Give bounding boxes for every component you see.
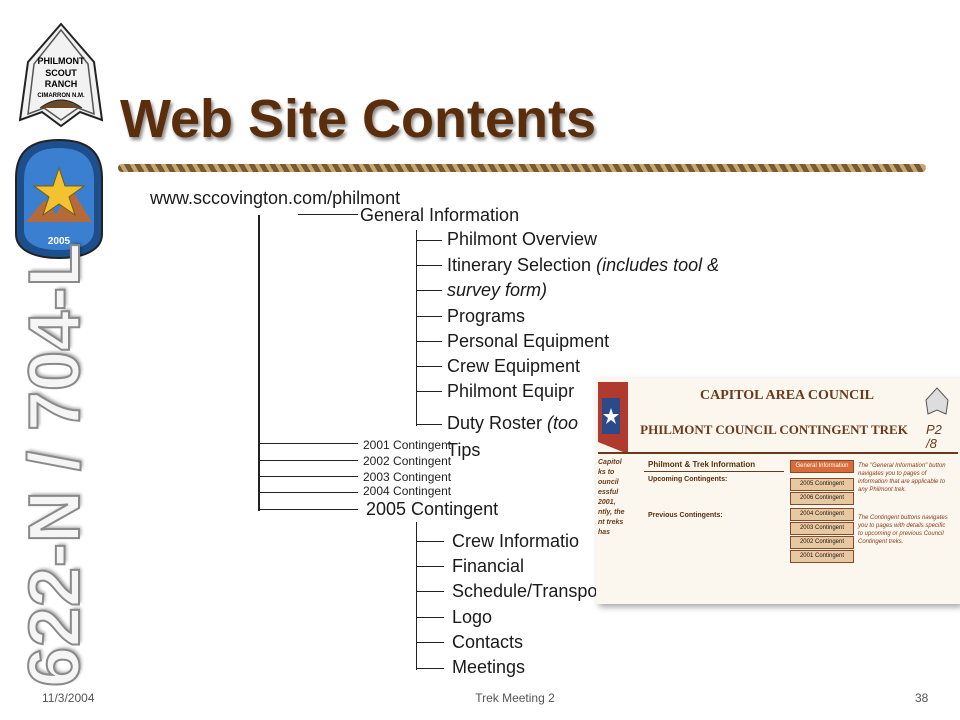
node-general-information[interactable]: General Information bbox=[360, 205, 520, 225]
inset-button-2004[interactable]: 2004 Contingent bbox=[790, 508, 854, 521]
fragment: ntly, the bbox=[598, 509, 625, 516]
current-sub-trunk bbox=[416, 522, 417, 670]
connector bbox=[416, 668, 444, 669]
connector bbox=[416, 265, 442, 266]
inset-header-2: PHILMONT COUNCIL CONTINGENT TREK bbox=[640, 422, 908, 437]
inset-upcoming: Upcoming Contingents: bbox=[648, 476, 728, 483]
connector bbox=[416, 391, 442, 392]
node-2003-contingent[interactable]: 2003 Contingent bbox=[363, 470, 452, 484]
contingent-patch-logo: 2005 bbox=[15, 138, 103, 260]
footer-date: 11/3/2004 bbox=[42, 691, 95, 705]
label: Duty Roster bbox=[447, 413, 543, 433]
rope-divider bbox=[118, 164, 926, 172]
branch-2004-line bbox=[258, 492, 358, 493]
connector bbox=[416, 366, 442, 367]
node-crew-equipment[interactable]: Crew Equipment bbox=[447, 356, 581, 376]
node-2001-contingent[interactable]: 2001 Contingent bbox=[363, 438, 452, 452]
inset-header-1: CAPITOL AREA COUNCIL bbox=[699, 388, 874, 403]
connector bbox=[416, 642, 444, 643]
footer-page-number: 38 bbox=[915, 691, 929, 705]
node-philmont-overview[interactable]: Philmont Overview bbox=[447, 229, 598, 249]
inset-button-2006[interactable]: 2006 Contingent bbox=[790, 492, 854, 505]
connector bbox=[416, 591, 444, 592]
node-tips[interactable]: Tips bbox=[447, 440, 481, 460]
philmont-arrowhead-logo: PHILMONT SCOUT RANCH CIMARRON N.M. bbox=[18, 22, 104, 128]
branch-2005-line bbox=[258, 509, 358, 510]
inset-rule bbox=[644, 471, 784, 472]
node-crew-information[interactable]: Crew Informatio bbox=[452, 531, 580, 551]
inset-button-general[interactable]: General Information bbox=[790, 460, 854, 473]
patch-year: 2005 bbox=[48, 236, 71, 247]
texas-emblem-icon bbox=[598, 382, 628, 454]
node-programs[interactable]: Programs bbox=[447, 306, 526, 326]
inset-button-2005[interactable]: 2005 Contingent bbox=[790, 478, 854, 491]
inset-previous: Previous Contingents: bbox=[648, 512, 723, 519]
node-personal-equipment[interactable]: Personal Equipment bbox=[447, 331, 610, 351]
label: Itinerary Selection bbox=[447, 255, 592, 275]
inset-button-2001[interactable]: 2001 Contingent bbox=[790, 550, 854, 563]
node-contacts[interactable]: Contacts bbox=[452, 632, 524, 652]
inset-left-text: Capitol ks to ouncil essful 2001, ntly, … bbox=[598, 458, 636, 538]
scout-emblem-icon bbox=[925, 387, 949, 415]
inset-side-fragment-2: /8 bbox=[926, 436, 937, 451]
node-philmont-equipment[interactable]: Philmont Equipr bbox=[447, 381, 575, 401]
inset-note-2: The Contingent buttons navigates you to … bbox=[858, 515, 948, 545]
sidebar-text: 622-N / 704-L bbox=[14, 242, 96, 688]
note: (too bbox=[547, 413, 579, 433]
inset-divider bbox=[598, 452, 958, 454]
connector bbox=[416, 290, 442, 291]
note: (includes tool & bbox=[596, 255, 720, 275]
fragment: Capitol bbox=[598, 459, 622, 466]
node-financial[interactable]: Financial bbox=[452, 556, 525, 576]
inset-button-2003[interactable]: 2003 Contingent bbox=[790, 522, 854, 535]
inset-section-1: Philmont & Trek Information bbox=[648, 460, 756, 469]
connector bbox=[416, 341, 442, 342]
connector bbox=[416, 424, 442, 425]
site-url[interactable]: www.sccovington.com/philmont bbox=[150, 188, 401, 208]
node-2005-contingent[interactable]: 2005 Contingent bbox=[366, 499, 499, 519]
fragment: 2001, bbox=[598, 499, 616, 506]
branch-general-line bbox=[298, 214, 358, 215]
inset-button-2002[interactable]: 2002 Contingent bbox=[790, 536, 854, 549]
node-2002-contingent[interactable]: 2002 Contingent bbox=[363, 454, 452, 468]
node-duty-roster[interactable]: Duty Roster (too bbox=[447, 413, 578, 434]
fragment: has bbox=[598, 529, 611, 536]
fragment: nt treks bbox=[598, 519, 624, 526]
arrowhead-line-4: CIMARRON N.M. bbox=[37, 93, 85, 99]
branch-2003-line bbox=[258, 476, 358, 477]
connector bbox=[416, 566, 444, 567]
tree-trunk-line bbox=[258, 215, 260, 511]
footer-center: Trek Meeting 2 bbox=[475, 691, 555, 705]
connector bbox=[416, 617, 444, 618]
slide-title: Web Site Contents bbox=[120, 89, 597, 149]
node-itinerary-selection[interactable]: Itinerary Selection (includes tool & bbox=[447, 255, 719, 276]
arrowhead-line-2: SCOUT bbox=[45, 68, 77, 78]
inset-side-fragment-1: P2 bbox=[926, 422, 942, 437]
branch-2002-line bbox=[258, 460, 358, 461]
node-meetings[interactable]: Meetings bbox=[452, 657, 526, 677]
general-sub-trunk bbox=[416, 230, 417, 426]
node-logo[interactable]: Logo bbox=[452, 607, 493, 627]
connector bbox=[416, 240, 442, 241]
website-screenshot-inset: CAPITOL AREA COUNCIL PHILMONT COUNCIL CO… bbox=[596, 378, 960, 604]
connector bbox=[416, 541, 444, 542]
node-2004-contingent[interactable]: 2004 Contingent bbox=[363, 484, 452, 498]
inset-note-1: The "General Information" button navigat… bbox=[858, 463, 946, 493]
arrowhead-line-3: RANCH bbox=[45, 79, 78, 89]
node-itinerary-note: survey form) bbox=[447, 280, 547, 301]
sidebar-title: 622-N / 704-L bbox=[10, 242, 100, 688]
connector bbox=[416, 316, 442, 317]
fragment: essful bbox=[598, 489, 619, 496]
branch-2001-line bbox=[258, 443, 358, 444]
arrowhead-line-1: PHILMONT bbox=[38, 56, 85, 66]
note: survey form) bbox=[447, 280, 548, 300]
fragment: ks to bbox=[598, 469, 615, 476]
fragment: ouncil bbox=[598, 479, 619, 486]
